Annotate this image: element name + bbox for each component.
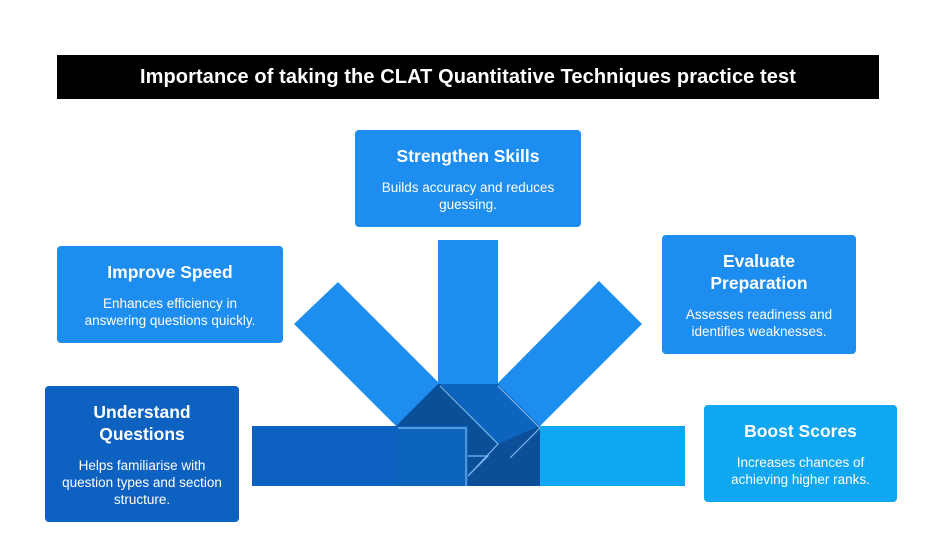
hub-arrow-line-3 — [467, 455, 490, 477]
card-title: Understand Questions — [93, 401, 191, 444]
card-boost-scores: Boost Scores Increases chances of achiev… — [704, 405, 897, 502]
card-description: Builds accuracy and reduces guessing. — [381, 179, 555, 212]
arm-top — [438, 240, 498, 386]
card-description: Enhances efficiency in answering questio… — [84, 295, 256, 328]
card-description: Assesses readiness and identifies weakne… — [685, 306, 833, 339]
card-evaluate-preparation: Evaluate Preparation Assesses readiness … — [662, 235, 856, 354]
card-title: Evaluate Preparation — [710, 250, 808, 293]
diagram-title: Importance of taking the CLAT Quantitati… — [57, 55, 879, 99]
arm-upper-right — [497, 281, 642, 426]
card-strengthen-skills: Strengthen Skills Builds accuracy and re… — [355, 130, 581, 227]
card-description: Increases chances of achieving higher ra… — [731, 454, 870, 487]
card-description: Helps familiarise with question types an… — [62, 457, 222, 507]
hub-top-right — [440, 384, 540, 444]
card-improve-speed: Improve Speed Enhances efficiency in ans… — [57, 246, 283, 343]
card-understand-questions: Understand Questions Helps familiarise w… — [45, 386, 239, 522]
hub-arrow-line-4 — [497, 385, 541, 459]
card-title: Boost Scores — [744, 420, 857, 441]
arm-right — [540, 426, 685, 486]
card-title: Improve Speed — [107, 261, 233, 282]
arm-left — [252, 426, 398, 486]
card-title: Strengthen Skills — [396, 145, 540, 166]
arm-upper-left — [294, 282, 440, 426]
hub-left-square — [396, 426, 468, 486]
hub-arrow-line-2 — [398, 427, 467, 486]
